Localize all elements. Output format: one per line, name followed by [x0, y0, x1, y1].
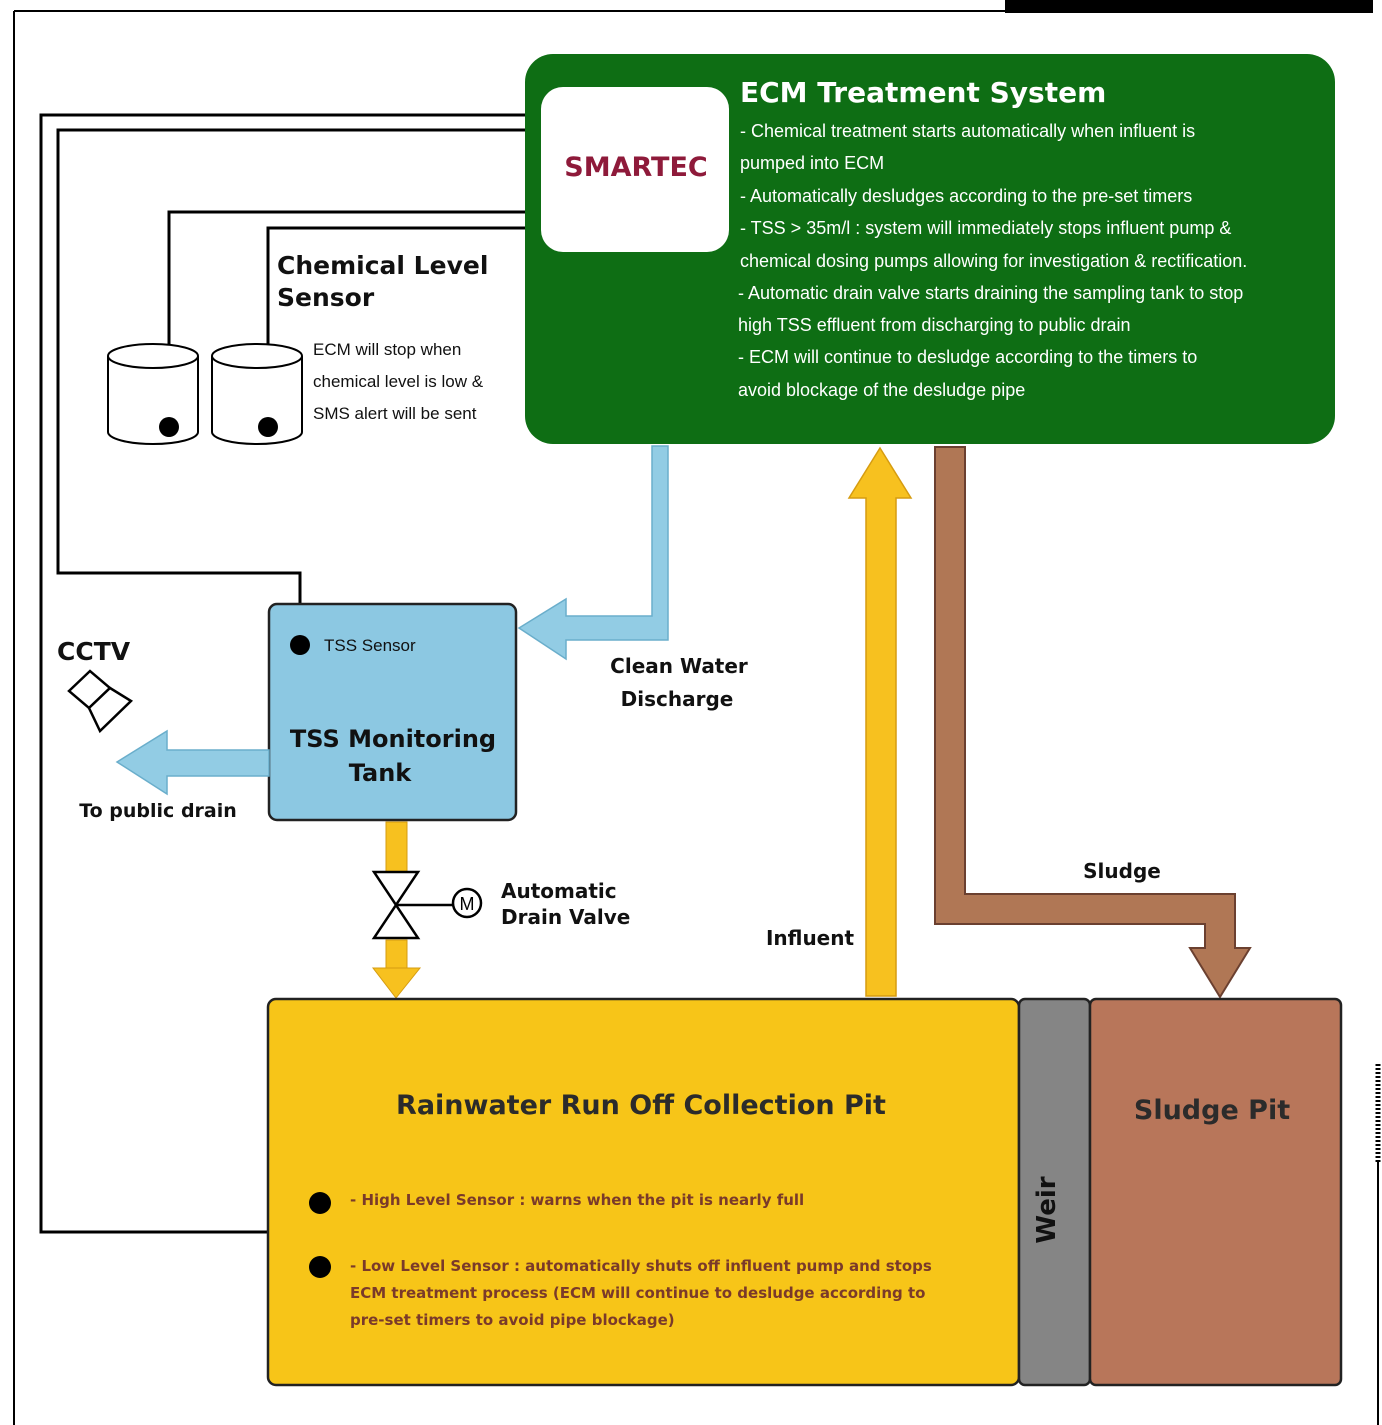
- ecm-line: pumped into ECM: [740, 153, 884, 173]
- weir-label: Weir: [1032, 1176, 1062, 1243]
- ecm-line: - Chemical treatment starts automaticall…: [740, 121, 1195, 141]
- drain-pipe-upper: [385, 821, 408, 873]
- low-level-sensor-text: - Low Level Sensor : automatically shuts…: [350, 1257, 932, 1329]
- low-sensor-line: - Low Level Sensor : automatically shuts…: [350, 1257, 932, 1275]
- influent-label: Influent: [766, 926, 855, 950]
- ecm-line: - Automatically desludges according to t…: [740, 186, 1192, 206]
- tss-sensor-dot: [290, 635, 310, 655]
- high-level-sensor-text: - High Level Sensor : warns when the pit…: [350, 1191, 804, 1209]
- ecm-line: high TSS effluent from discharging to pu…: [738, 315, 1131, 335]
- motor-icon: [451, 887, 483, 919]
- tss-tank-title: Tank: [349, 759, 413, 787]
- smartec-logo-box: [541, 87, 729, 252]
- chemical-tank-1: [107, 343, 199, 445]
- automatic-drain-valve-icon: [371, 870, 421, 940]
- cctv-camera-icon: [67, 669, 134, 734]
- sludge-arrow: [934, 446, 1252, 999]
- chemical-sensor-dot-2: [258, 417, 278, 437]
- clean-water-label: Clean Water: [610, 654, 748, 678]
- low-sensor-line: ECM treatment process (ECM will continue…: [350, 1284, 925, 1302]
- chemical-tank-2: [211, 343, 303, 445]
- wire-smartec-to-tss-sensor: [56, 128, 542, 643]
- ecm-line: chemical dosing pumps allowing for inves…: [740, 251, 1247, 271]
- low-level-sensor-dot: [309, 1256, 331, 1278]
- ecm-line: avoid blockage of the desludge pipe: [738, 380, 1025, 400]
- ecm-description: - Chemical treatment starts automaticall…: [738, 121, 1247, 400]
- chemical-sensor-title: Chemical Level: [277, 251, 488, 280]
- drain-pipe-lower: [385, 939, 408, 971]
- high-level-sensor-dot: [309, 1192, 331, 1214]
- low-sensor-line: pre-set timers to avoid pipe blockage): [350, 1311, 675, 1329]
- chemical-note-line: chemical level is low &: [313, 372, 484, 391]
- chemical-sensor-dot-1: [159, 417, 179, 437]
- ecm-line: - ECM will continue to desludge accordin…: [738, 347, 1197, 367]
- motor-label: M: [460, 894, 475, 914]
- ecm-line: - Automatic drain valve starts draining …: [738, 283, 1243, 303]
- chemical-note-line: ECM will stop when: [313, 340, 461, 359]
- to-public-drain-label: To public drain: [79, 800, 237, 822]
- ecm-line: - TSS > 35m/l : system will immediately …: [740, 218, 1231, 238]
- tss-tank-title: TSS Monitoring: [290, 725, 496, 753]
- sludge-pit-title: Sludge Pit: [1134, 1095, 1290, 1126]
- clean-water-discharge-arrow: [517, 445, 669, 661]
- control-wiring: [39, 113, 542, 1269]
- tss-monitoring-tank: [267, 602, 518, 822]
- drain-valve-label: Automatic: [501, 879, 617, 903]
- chemical-sensor-title: Sensor: [277, 283, 375, 312]
- to-public-drain-arrow: [115, 729, 270, 796]
- smartec-logo: SMARTEC: [564, 152, 707, 183]
- wire-smartec-to-pit-sensors: [39, 113, 542, 1234]
- pit-title: Rainwater Run Off Collection Pit: [396, 1090, 886, 1121]
- clean-water-label: Discharge: [621, 687, 734, 711]
- tss-sensor-label: TSS Sensor: [324, 636, 416, 655]
- cctv-label: CCTV: [57, 637, 131, 666]
- drain-valve-label: Drain Valve: [501, 905, 630, 929]
- chemical-note-line: SMS alert will be sent: [313, 404, 477, 423]
- chemical-sensor-note: ECM will stop when chemical level is low…: [313, 340, 484, 423]
- drain-pipe-arrowhead: [371, 967, 422, 999]
- sludge-pit: [1088, 997, 1343, 1387]
- sludge-label: Sludge: [1083, 859, 1161, 883]
- ecm-title: ECM Treatment System: [740, 76, 1106, 109]
- page-frame: [13, 0, 1381, 1425]
- influent-arrow: [847, 446, 913, 997]
